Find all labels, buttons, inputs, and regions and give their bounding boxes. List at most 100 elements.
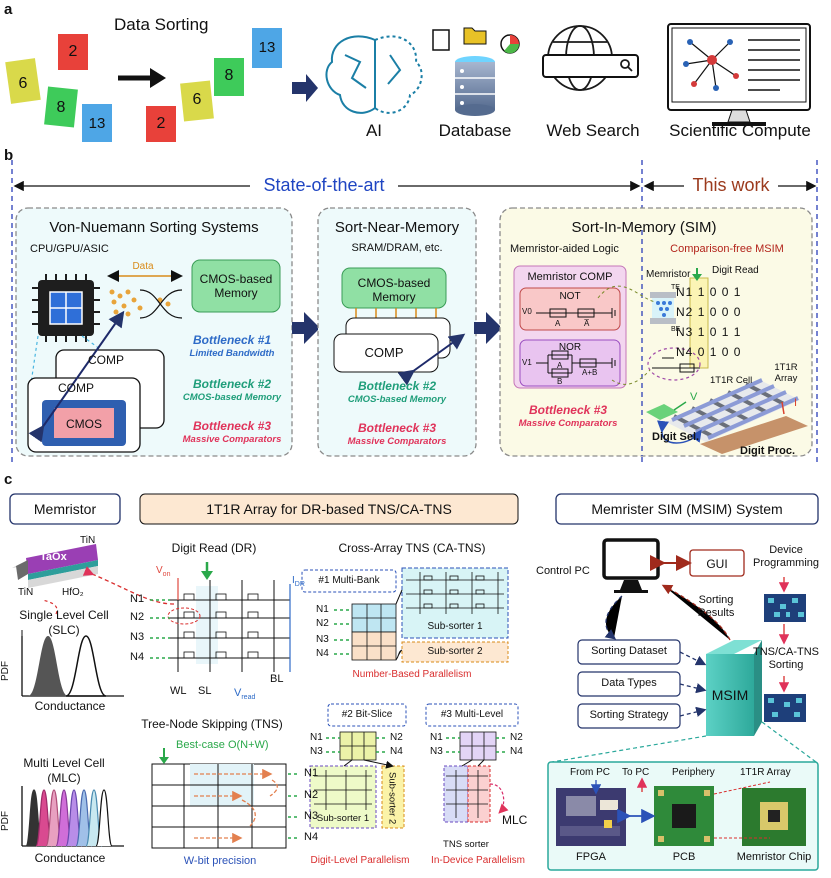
apps-arrow: [292, 74, 318, 102]
control-pc-label: Control PC: [536, 565, 590, 577]
v0-label: V0: [522, 307, 532, 316]
sub-sorter-2-label: Sub-sorter 2: [427, 646, 483, 657]
sorting-strategy-label: Sorting Strategy: [589, 709, 669, 721]
snm-bottleneck-3-sub: Massive Comparators: [347, 436, 447, 447]
mb-link-2: [395, 649, 403, 661]
periphery-label: Periphery: [672, 767, 715, 778]
ca-title: Cross-Array TNS (CA-TNS): [338, 541, 486, 555]
snm-bottleneck-3: Bottleneck #3: [357, 421, 437, 435]
nor-a-label: A: [557, 361, 563, 370]
hfo2-label: HfO₂: [62, 587, 84, 598]
memristor-header: [9, 493, 121, 525]
cell-link: [611, 369, 651, 385]
snm-subtitle: SRAM/DRAM, etc.: [351, 242, 443, 254]
vread-label: Vread: [234, 687, 256, 702]
digit-proc-label: Digit Proc.: [740, 445, 796, 457]
taox-label: TaOx: [40, 551, 67, 563]
mb-link-1: [395, 589, 403, 605]
von-label: Von: [156, 565, 171, 579]
device-to-dr-left: [41, 599, 58, 615]
memristor-section-title: Memristor: [33, 501, 97, 517]
mb-row-n1: N1: [316, 604, 329, 615]
memristor-label: Memristor: [646, 269, 691, 280]
panel-b-label: b: [4, 147, 14, 164]
tns-title: Tree-Node Skipping (TNS): [141, 717, 283, 731]
tns-row-n2: N2: [304, 789, 319, 801]
to-pc-label: To PC: [622, 767, 650, 778]
memristor-stack-icon: [12, 544, 98, 588]
card-2: [58, 34, 88, 70]
not-gate-box: [519, 287, 621, 331]
digit-parallel-label: Digit-Level Parallelism: [310, 855, 410, 866]
v-arrow: [673, 401, 687, 411]
this-work-label: This work: [692, 175, 770, 195]
panel-a: [5, 23, 811, 142]
snm-title: Sort-Near-Memory: [334, 219, 460, 236]
msim-cube: [706, 640, 762, 736]
ml-sorter-b: [467, 765, 491, 823]
sorted-card-6: [180, 80, 214, 122]
zoom-right: [761, 721, 817, 763]
device-to-dr-link: [82, 566, 175, 605]
programming-dots: [768, 598, 804, 617]
number-parallel-label: Number-Based Parallelism: [352, 669, 472, 680]
state-of-art-label: State-of-the-art: [263, 175, 385, 195]
document-icon: [432, 29, 450, 51]
panel-c: [9, 493, 819, 871]
sorted-card-13-label: 13: [258, 39, 276, 56]
dr-row-n2: N2: [130, 611, 145, 623]
be-label: BE: [671, 326, 681, 333]
sorted-cards: [146, 28, 282, 142]
chip-zoom-1: [713, 781, 771, 795]
cpu-label: CPU/GPU/ASIC: [30, 243, 109, 255]
data-types-label: Data Types: [601, 677, 657, 689]
memristor-chip-photo: [742, 788, 806, 846]
sorted-card-6-label: 6: [192, 91, 202, 108]
app-ai-label: AI: [365, 121, 383, 140]
cmos-label: CMOS: [66, 417, 102, 431]
bs-row-n4: N4: [390, 746, 403, 757]
array-label: 1T1R Array: [774, 362, 798, 385]
bottleneck-shape: [139, 289, 183, 319]
mb-row-dashes: [334, 609, 350, 655]
dr-row-n1: N1: [130, 593, 145, 605]
card-6-label: 6: [18, 75, 28, 92]
idr-label: IDR: [292, 575, 305, 589]
digit-sel-label: Digit Sel.: [652, 431, 700, 443]
not-abar-label: A̅: [584, 319, 590, 328]
not-a-label: A: [555, 319, 561, 328]
slc-peak-2: [65, 635, 107, 697]
mlc-conductance-label: Conductance: [34, 851, 106, 865]
tin-bottom-label: TiN: [18, 587, 34, 598]
cmos-memory-block: [191, 259, 281, 313]
control-pc-icon: [602, 538, 660, 593]
msim-cube-label: MSIM: [711, 687, 749, 703]
multibank-label: #1 Multi-Bank: [318, 575, 380, 586]
table-row-2: N2 1 0 0 0: [676, 305, 742, 319]
dr-row-dashes: [150, 599, 170, 659]
snm-comp-label: COMP: [364, 345, 404, 360]
wl-label: WL: [170, 685, 187, 697]
bs-sub2-label: Sub-sorter 2: [386, 772, 398, 825]
vn-bottleneck-1: Bottleneck #1: [192, 333, 272, 347]
digit-proc-block: [700, 416, 808, 454]
sorting-results-label: Sorting Results: [697, 594, 735, 620]
tns-grid: [151, 748, 287, 849]
sl-label: SL: [198, 685, 212, 697]
v-label: V: [690, 391, 698, 403]
table-row-3: N3 1 0 1 1: [676, 325, 742, 339]
mlc-title: Multi Level Cell (MLC): [23, 756, 105, 785]
bitslice-array: [339, 731, 377, 761]
vn-bottleneck-2-sub: CMOS-based Memory: [182, 392, 282, 403]
v1-label: V1: [522, 358, 532, 367]
ml-mlc-arrow: [489, 783, 509, 814]
nor-label: NOR: [558, 342, 582, 353]
cpu-chip-icon: [32, 274, 100, 342]
multilevel-array: [459, 731, 497, 761]
vn-comp-back-label: COMP: [88, 353, 124, 367]
ml-grid: [446, 770, 488, 818]
mlc-label: MLC: [502, 813, 528, 827]
precision-label: W-bit precision: [183, 855, 257, 867]
comp-memory-arrow: [28, 310, 125, 443]
brain-icon: [325, 35, 423, 114]
